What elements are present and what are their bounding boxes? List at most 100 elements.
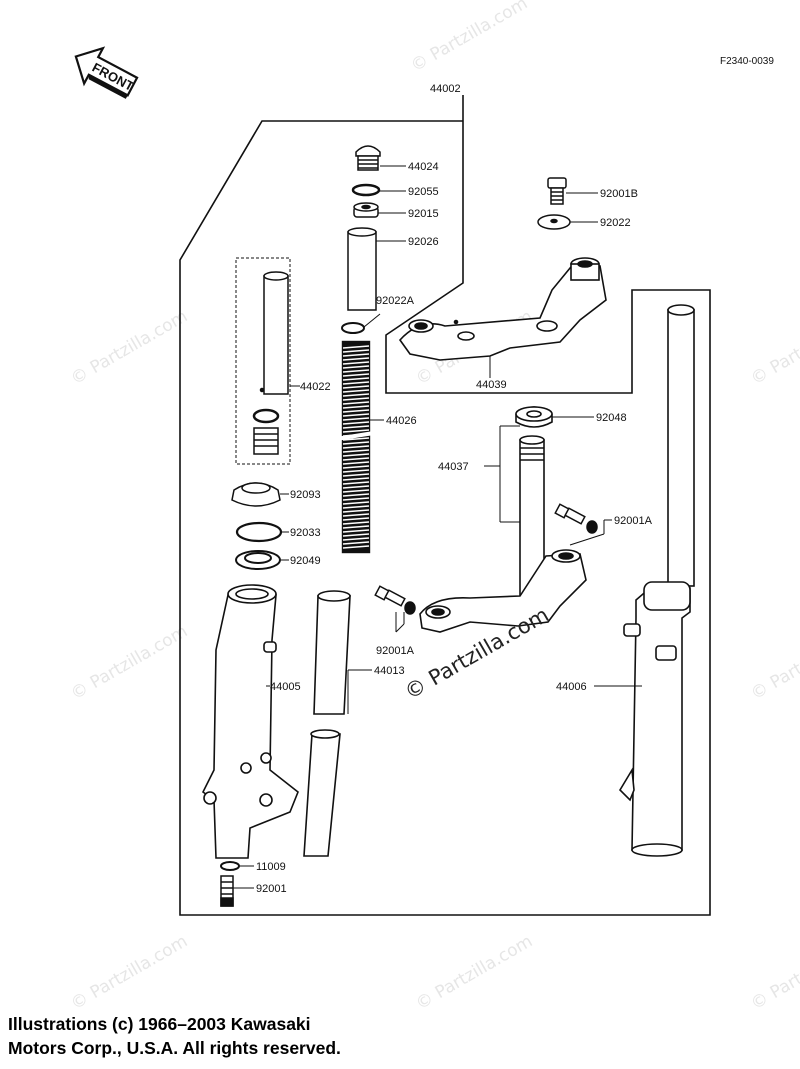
assembly-frame xyxy=(179,95,711,916)
part-label: 44006 xyxy=(556,681,587,693)
spring-coil xyxy=(342,437,370,441)
spring-coil xyxy=(342,541,370,545)
spring-coil xyxy=(342,473,370,477)
spring-coil xyxy=(342,413,370,417)
spring-coil xyxy=(342,481,370,485)
upper-bracket-44039 xyxy=(398,257,607,361)
bolt-92001A-lower xyxy=(374,585,416,615)
spacer-92026 xyxy=(347,227,377,311)
spring-coil xyxy=(342,457,370,461)
watermark-text: © Partzilla.com xyxy=(68,306,192,389)
watermark-text: © Partzilla.com xyxy=(413,931,537,1014)
spring-coil xyxy=(342,365,370,369)
spring-coil xyxy=(342,357,370,361)
part-label: 92033 xyxy=(290,527,321,539)
copyright-line-2: Motors Corp., U.S.A. All rights reserved… xyxy=(8,1038,341,1058)
spring-coil xyxy=(342,381,370,385)
spring-coil xyxy=(342,397,370,401)
o-ring-92055 xyxy=(351,183,381,197)
spring-coil xyxy=(342,485,370,489)
part-label: 44013 xyxy=(374,665,405,677)
spring-coil xyxy=(342,353,370,357)
spring-coil xyxy=(342,489,370,493)
part-label: 44039 xyxy=(476,379,507,391)
washer-11009 xyxy=(220,861,240,871)
part-label: 44026 xyxy=(386,415,417,427)
spring-coil xyxy=(342,517,370,521)
part-label: 92015 xyxy=(408,208,439,220)
spring-coil xyxy=(342,373,370,377)
part-label: 11009 xyxy=(256,861,286,873)
oil-seal-92049 xyxy=(235,550,281,570)
part-label: 92001A xyxy=(614,515,653,527)
spring-coil xyxy=(342,461,370,465)
spring-coil xyxy=(342,477,370,481)
leader-lines xyxy=(233,165,642,889)
part-label: 92048 xyxy=(596,412,627,424)
spring-coil xyxy=(342,501,370,505)
spring-coil xyxy=(342,385,370,389)
bolt-92001A-upper xyxy=(554,503,598,534)
spring-coil xyxy=(342,405,370,409)
watermark-text: © Partzilla.com xyxy=(68,621,192,704)
watermark-text: © Partzilla.com xyxy=(748,306,800,389)
nut-92015 xyxy=(353,202,379,218)
part-label: 92055 xyxy=(408,186,439,198)
part-label: 44037 xyxy=(438,461,469,473)
spring-coil xyxy=(342,521,370,525)
part-label: 92022A xyxy=(376,295,415,307)
part-label: 92093 xyxy=(290,489,321,501)
spring-coil xyxy=(342,529,370,533)
spring-coil xyxy=(342,441,370,445)
part-label: 44022 xyxy=(300,381,331,393)
spring-coil xyxy=(342,361,370,365)
part-label: 92001A xyxy=(376,645,415,657)
fork-tube-44006 xyxy=(618,304,695,857)
damper-rod-44022 xyxy=(252,271,289,455)
diagram-code: F2340-0039 xyxy=(720,56,774,67)
spring-coil xyxy=(342,537,370,541)
spring-coil xyxy=(342,509,370,513)
bolt-92001 xyxy=(220,875,234,907)
spring-coil xyxy=(342,525,370,529)
watermark-text: © Partzilla.com xyxy=(748,931,800,1014)
part-label: 92049 xyxy=(290,555,321,567)
seal-92048 xyxy=(515,406,553,428)
spring-coil xyxy=(342,453,370,457)
spring-coil xyxy=(342,533,370,537)
spring-coil xyxy=(342,425,370,429)
spring-coil xyxy=(342,401,370,405)
spring-coil xyxy=(342,493,370,497)
fork-spring-44026 xyxy=(329,340,381,554)
spring-coil xyxy=(342,545,370,549)
spring-coil xyxy=(342,469,370,473)
spring-coil xyxy=(342,421,370,425)
spring-coil xyxy=(342,389,370,393)
spring-coil xyxy=(342,349,370,353)
watermark-text: © Partzilla.com xyxy=(408,0,532,76)
part-labels: 44002 44024 92055 92015 92026 92022A 440… xyxy=(256,83,653,895)
spring-coil xyxy=(342,497,370,501)
copyright-notice: Illustrations (c) 1966–2003 Kawasaki Mot… xyxy=(8,1012,341,1060)
spring-coil xyxy=(342,377,370,381)
part-label: 92001B xyxy=(600,188,638,200)
spring-coil xyxy=(342,513,370,517)
part-label: 44005 xyxy=(270,681,301,693)
spring-coil xyxy=(342,345,370,349)
part-label: 92001 xyxy=(256,883,287,895)
part-label: 92022 xyxy=(600,217,631,229)
spring-coil xyxy=(342,449,370,453)
spring-coil xyxy=(342,409,370,413)
spring-coil xyxy=(342,505,370,509)
spring-coil xyxy=(342,445,370,449)
dust-seal-92093 xyxy=(231,482,281,507)
spring-coil xyxy=(342,369,370,373)
part-label: 44002 xyxy=(430,83,461,95)
washer-92022 xyxy=(537,214,571,230)
cap-bolt-44024 xyxy=(355,145,381,171)
inner-tube-44013 xyxy=(303,590,351,857)
spring-coil xyxy=(342,393,370,397)
circlip-92033 xyxy=(235,521,283,543)
part-label: 44024 xyxy=(408,161,439,173)
